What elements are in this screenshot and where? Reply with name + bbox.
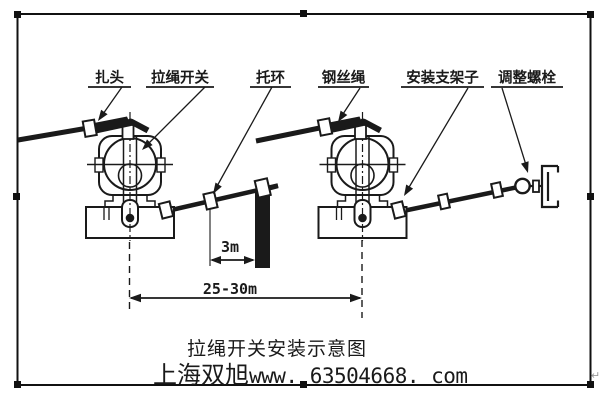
resize-handle-bottom-left[interactable] xyxy=(14,381,21,388)
clamp-head-right xyxy=(316,117,334,137)
paragraph-mark: ↵ xyxy=(591,370,601,382)
bar-clamp xyxy=(253,177,272,199)
base-bracket-right xyxy=(390,200,407,220)
leader-pull-rope-switch xyxy=(147,86,206,145)
rope-eye xyxy=(514,177,531,195)
leader-mounting-bracket xyxy=(407,87,469,190)
resize-handle-top-right[interactable] xyxy=(587,11,594,18)
wire-rope-right-top xyxy=(255,125,323,144)
watermark-url: www. 63504668. com xyxy=(249,364,468,388)
arrow-left xyxy=(210,256,221,265)
resize-handle-middle-right[interactable] xyxy=(587,193,594,200)
support-ring xyxy=(202,190,219,211)
arrowhead xyxy=(404,184,414,196)
arrowhead xyxy=(98,109,108,121)
channel-bracket xyxy=(540,164,560,209)
adjusting-bolt-assembly xyxy=(514,164,560,209)
arrow-right xyxy=(244,256,255,265)
arrowhead xyxy=(213,182,222,194)
arrowhead xyxy=(521,161,529,173)
leader-clamp-head xyxy=(102,86,123,115)
dimension-span-label: 25-30m xyxy=(203,280,257,298)
dimension-3m-label: 3m xyxy=(221,238,239,256)
leader-adjusting-bolt xyxy=(501,87,527,166)
dimension-span xyxy=(128,240,363,318)
resize-handle-bottom-middle[interactable] xyxy=(300,381,307,388)
base-bracket-left xyxy=(157,200,175,220)
leader-support-ring xyxy=(215,86,273,189)
dimension-3m xyxy=(209,208,255,266)
belt-edge-bar xyxy=(255,192,270,268)
arrowhead xyxy=(338,110,348,122)
callout-arrowheads xyxy=(98,109,529,196)
resize-handle-bottom-right[interactable] xyxy=(587,381,594,388)
callout-leaders xyxy=(102,86,527,190)
callout-label-mounting-bracket: 安装支架子 xyxy=(406,69,479,87)
leader-steel-wire-rope xyxy=(342,87,361,115)
arrow-right xyxy=(350,293,362,303)
wire-rope-left-top xyxy=(17,125,89,143)
clamp-head-left xyxy=(81,118,98,139)
bolt-nut xyxy=(532,179,540,193)
callout-label-pull-rope-switch: 拉绳开关 xyxy=(151,69,209,87)
resize-handle-middle-left[interactable] xyxy=(13,193,20,200)
diagram-title: 拉绳开关安装示意图 xyxy=(187,339,368,360)
callout-label-adjusting-bolt: 调整螺栓 xyxy=(498,69,556,87)
watermark-company: 上海双旭 xyxy=(153,362,249,389)
callout-label-clamp-head: 扎头 xyxy=(95,69,124,87)
rope-clamp-a xyxy=(436,192,452,211)
rope-clamps xyxy=(81,117,505,220)
callout-label-support-ring: 托环 xyxy=(256,69,285,87)
arrowhead xyxy=(142,139,153,150)
arrow-left xyxy=(129,293,141,303)
watermark-text: 上海双旭www. 63504668. com xyxy=(153,355,468,390)
rope-clamp-b xyxy=(489,181,505,199)
resize-handle-top-left[interactable] xyxy=(14,11,21,18)
resize-handle-top-middle[interactable] xyxy=(300,10,307,17)
callout-label-steel-wire-rope: 钢丝绳 xyxy=(322,69,366,87)
